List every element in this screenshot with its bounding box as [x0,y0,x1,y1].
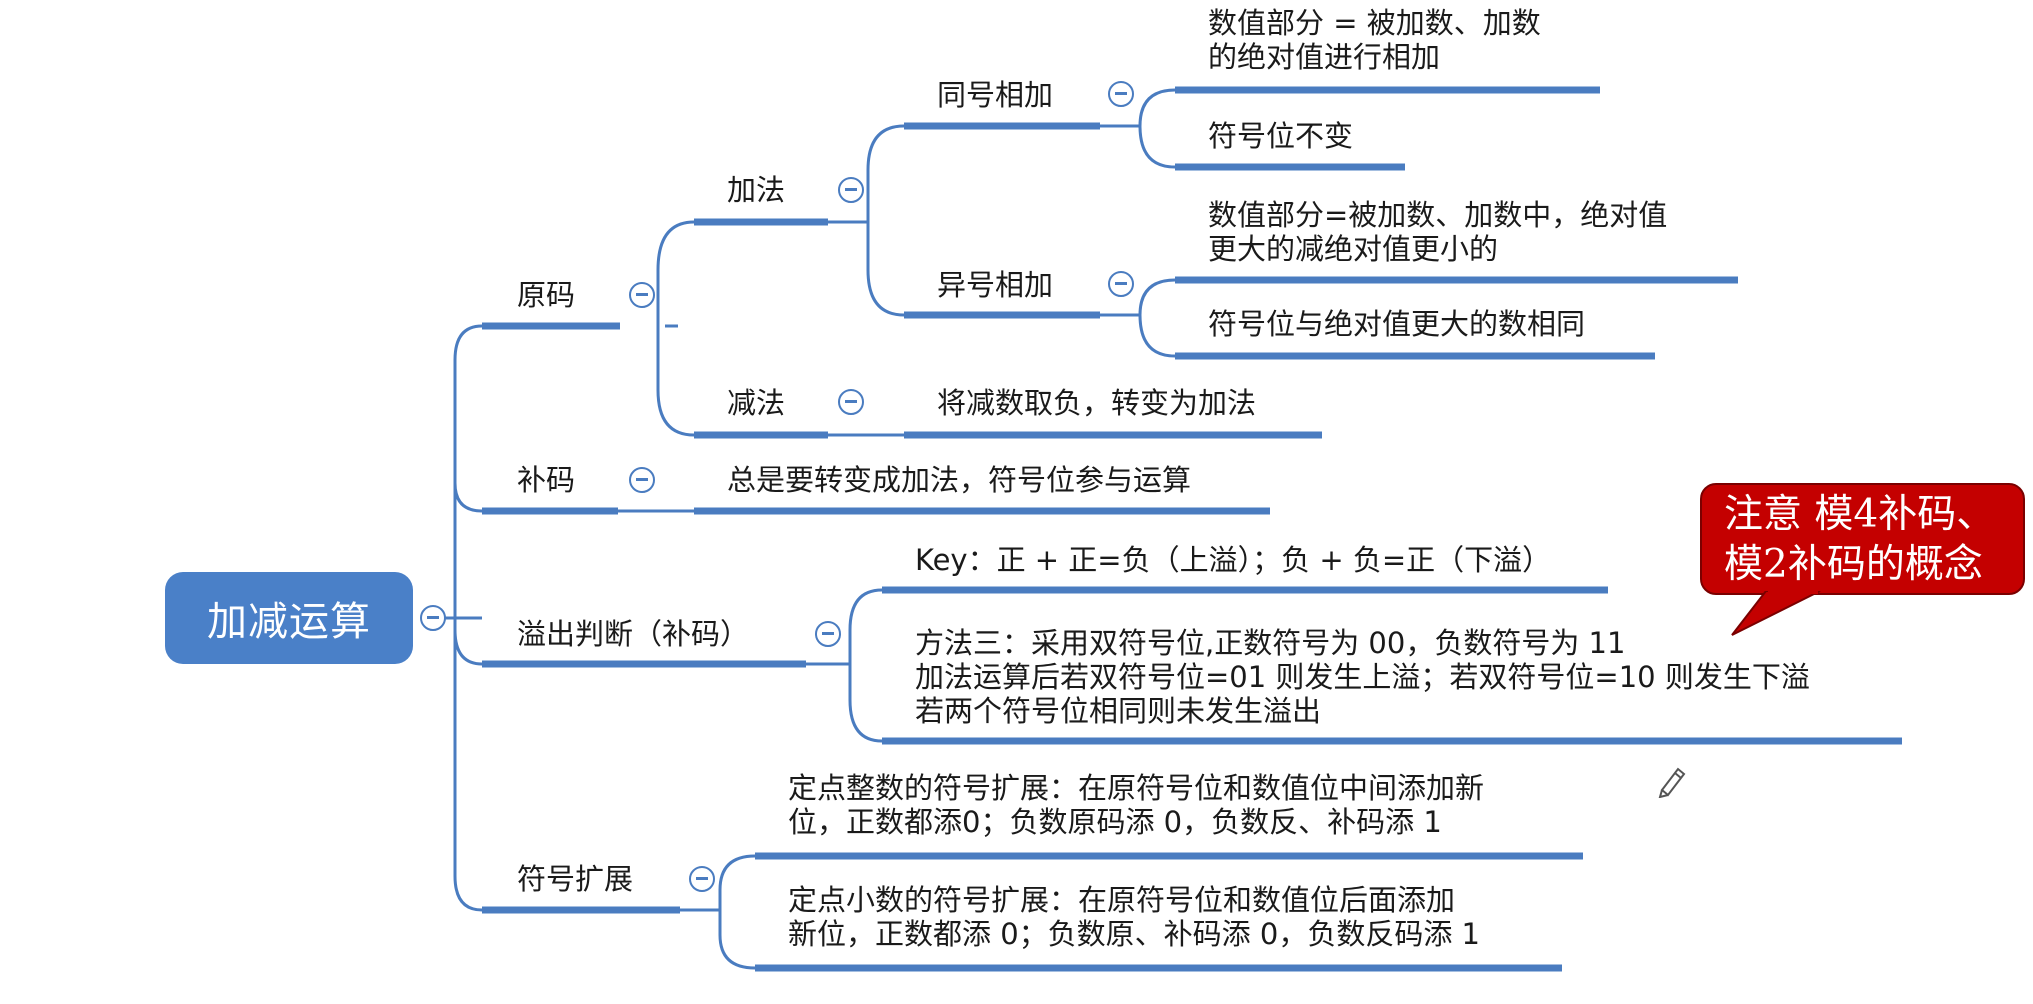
collapse-overflow-icon[interactable] [815,621,841,647]
collapse-yihao-icon[interactable] [1108,271,1134,297]
node-yuanma[interactable]: 原码 [517,278,576,312]
leaf-extension-integer[interactable]: 定点整数的符号扩展：在原符号位和数值位中间添加新 位，正数都添0；负数原码添 0… [788,771,1485,839]
callout-note: 注意 模4补码、 模2补码的概念 [1700,483,2025,636]
node-jianfa[interactable]: 减法 [727,386,786,420]
leaf-buma[interactable]: 总是要转变成加法，符号位参与运算 [727,463,1192,497]
collapse-jiafa-icon[interactable] [838,177,864,203]
callout-pointer [1731,591,1821,636]
collapse-tonghao-icon[interactable] [1108,81,1134,107]
collapse-extension-icon[interactable] [689,866,715,892]
collapse-yuanma-icon[interactable] [629,282,655,308]
node-overflow[interactable]: 溢出判断（补码） [517,617,750,651]
collapse-jianfa-icon[interactable] [838,389,864,415]
collapse-buma-icon[interactable] [629,467,655,493]
leaf-tonghao-sign[interactable]: 符号位不变 [1208,119,1354,153]
leaf-tonghao-value[interactable]: 数值部分 = 被加数、加数 的绝对值进行相加 [1208,6,1541,74]
node-jiafa[interactable]: 加法 [727,173,786,207]
leaf-jianfa[interactable]: 将减数取负，转变为加法 [937,386,1257,420]
node-yihao[interactable]: 异号相加 [937,268,1054,302]
node-tonghao[interactable]: 同号相加 [937,78,1054,112]
pencil-icon[interactable] [1656,764,1688,802]
collapse-root-icon[interactable] [420,605,446,631]
node-extension[interactable]: 符号扩展 [517,862,634,896]
node-buma[interactable]: 补码 [517,463,576,497]
root-node[interactable]: 加减运算 [165,572,413,664]
leaf-extension-fraction[interactable]: 定点小数的符号扩展：在原符号位和数值位后面添加 新位，正数都添 0；负数原、补码… [788,883,1481,951]
leaf-yihao-value[interactable]: 数值部分=被加数、加数中，绝对值 更大的减绝对值更小的 [1208,198,1668,266]
leaf-yihao-sign[interactable]: 符号位与绝对值更大的数相同 [1208,307,1586,341]
leaf-overflow-method[interactable]: 方法三：采用双符号位,正数符号为 00，负数符号为 11 加法运算后若双符号位=… [915,626,1810,728]
callout-box: 注意 模4补码、 模2补码的概念 [1700,483,2025,595]
leaf-overflow-key[interactable]: Key：正 + 正=负（上溢）；负 + 负=正（下溢） [915,543,1552,577]
